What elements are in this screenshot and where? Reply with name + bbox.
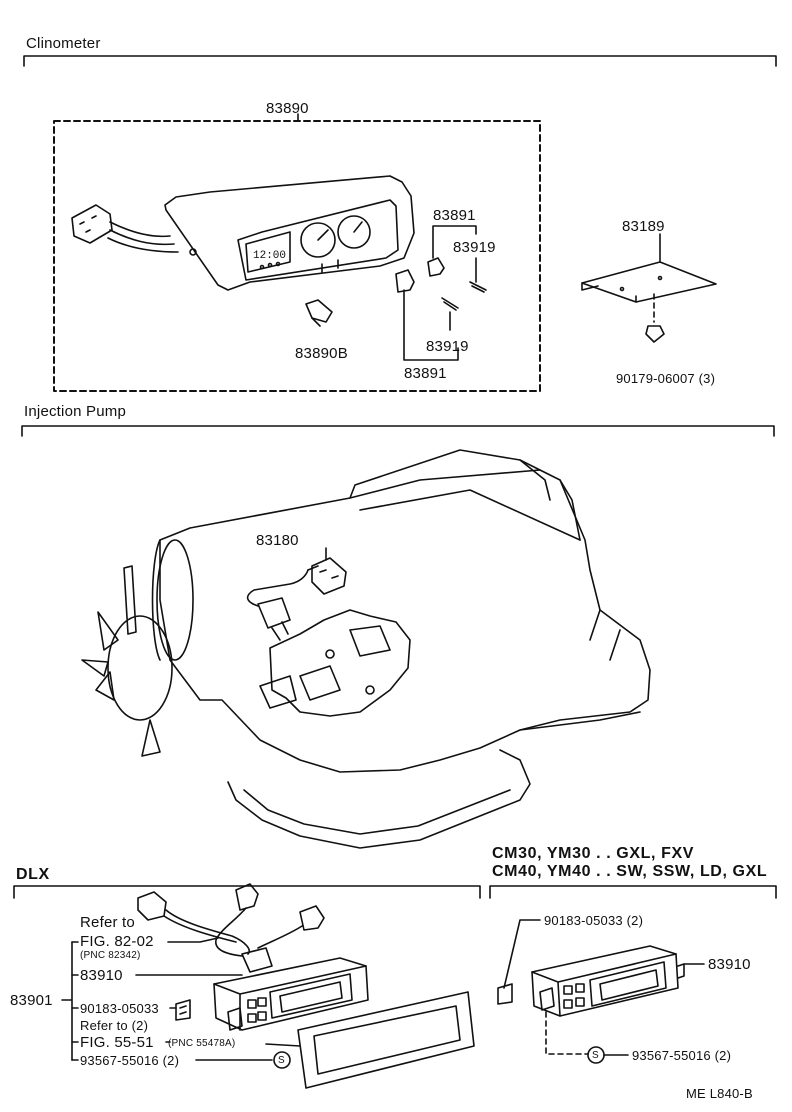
part-label-83919-bottom: 83919 [426, 338, 469, 355]
socket-83891-upper [427, 257, 445, 277]
bracket-83189 [581, 233, 717, 303]
dlx-s-symbol-circle [273, 1051, 291, 1069]
dlx-clip-90183-05033 [175, 999, 191, 1021]
variant-leader-lines [503, 919, 705, 1056]
variant-s-symbol: S [592, 1050, 599, 1061]
dlx-pnc-82342: (PNC 82342) [80, 950, 141, 961]
part-label-83189: 83189 [622, 218, 665, 235]
variant-part-label-83910: 83910 [708, 956, 751, 973]
screw-90179-06007 [645, 293, 665, 343]
screw-83919-upper [469, 281, 487, 293]
socket-screw-leaders [403, 225, 477, 361]
sensor-83180 [246, 565, 319, 641]
screw-83919-lower [441, 297, 459, 311]
variant-part-label-90183-05033: 90183-05033 (2) [544, 913, 644, 928]
clinometer-connector [71, 204, 179, 253]
dlx-control-panel-83910 [213, 957, 369, 1031]
dlx-section-title: DLX [16, 866, 50, 883]
part-label-90179-06007: 90179-06007 (3) [616, 371, 716, 386]
dlx-pnc-55478a: (PNC 55478A) [168, 1038, 236, 1049]
part-label-83891-top: 83891 [433, 207, 476, 224]
dlx-part-label-90183-05033: 90183-05033 [80, 1001, 159, 1016]
injection-pump-section-title: Injection Pump [24, 403, 127, 420]
clinometer-section-bracket [23, 55, 777, 67]
part-label-83890b: 83890B [295, 345, 348, 362]
dlx-part-label-93567-55016: 93567-55016 (2) [80, 1053, 180, 1068]
variant-clip-90183-05033 [497, 983, 513, 1005]
clinometer-section-title: Clinometer [26, 35, 101, 52]
socket-83891-lower [395, 269, 415, 293]
dlx-s-symbol: S [278, 1055, 285, 1066]
dlx-part-label-83910: 83910 [80, 967, 123, 984]
variant-control-panel-83910 [531, 945, 685, 1017]
variant-s-symbol-circle [587, 1046, 605, 1064]
clinometer-housing: 12:00 [164, 175, 415, 291]
part-label-83919-top: 83919 [453, 239, 496, 256]
svg-text:12:00: 12:00 [253, 250, 286, 262]
part-label-83891-bottom: 83891 [404, 365, 447, 382]
connector-83180 [311, 547, 347, 595]
page-footer-code: ME L840-B [686, 1086, 753, 1101]
part-label-83901: 83901 [10, 992, 53, 1009]
dlx-section-bracket [13, 885, 481, 899]
variant-part-label-93567-55016: 93567-55016 (2) [632, 1048, 732, 1063]
dlx-fig-82-02: FIG. 82-02 [80, 933, 154, 950]
injection-pump-section-bracket [21, 425, 775, 437]
dlx-fig-55-51: FIG. 55-51 [80, 1034, 154, 1051]
injection-pump-illustration [259, 609, 411, 717]
part-label-83890: 83890 [266, 100, 309, 117]
engine-block-illustration [81, 449, 651, 849]
bulb-83890b [305, 299, 333, 327]
dlx-wire-harness [137, 883, 325, 973]
dlx-refer-to-2: Refer to (2) [80, 1018, 149, 1033]
dlx-refer-to-1: Refer to [80, 914, 135, 931]
variants-line-2: CM40, YM40 . . SW, SSW, LD, GXL [492, 863, 768, 880]
clinometer-assembly-dashed-box [53, 120, 541, 392]
variants-section-bracket [489, 885, 777, 899]
dlx-leader-lines [61, 937, 301, 1061]
part-label-83180: 83180 [256, 532, 299, 549]
dlx-bezel-frame [297, 991, 475, 1089]
variants-line-1: CM30, YM30 . . GXL, FXV [492, 845, 695, 862]
